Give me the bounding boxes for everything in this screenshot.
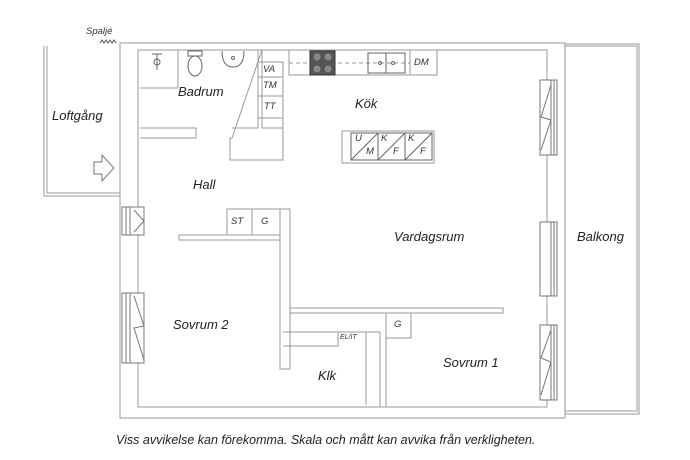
spalje-icon	[99, 39, 117, 44]
room-vardagsrum: Vardagsrum	[394, 229, 465, 244]
label-m: M	[366, 146, 374, 157]
shower-icon	[152, 53, 162, 70]
room-loftgang: Loftgång	[52, 108, 103, 123]
spalje-label: Spaljé	[86, 26, 113, 37]
room-sovrum1: Sovrum 1	[443, 355, 499, 370]
label-f1: F	[393, 146, 399, 157]
label-k1: K	[381, 133, 388, 144]
room-sovrum2: Sovrum 2	[173, 317, 229, 332]
kitchen-island	[341, 130, 435, 164]
balcony-outline	[565, 43, 640, 415]
room-klk: Klk	[318, 368, 337, 383]
room-balkong: Balkong	[577, 229, 624, 244]
entrance-arrow-icon	[93, 153, 115, 183]
label-g-sovrum1: G	[394, 319, 402, 330]
label-st: ST	[231, 216, 244, 227]
stove-icon	[309, 50, 336, 76]
label-tm: TM	[263, 80, 277, 91]
label-k2: K	[408, 133, 415, 144]
label-va: VA	[263, 64, 276, 75]
shower-area	[140, 50, 179, 89]
disclaimer-caption: Viss avvikelse kan förekomma. Skala och …	[116, 433, 536, 447]
laundry-cabinets	[258, 61, 284, 128]
loftgang-railing	[43, 46, 120, 197]
label-dm: DM	[414, 57, 429, 68]
label-g-hall: G	[261, 216, 269, 227]
window	[121, 79, 558, 401]
room-kok: Kök	[355, 96, 378, 111]
label-u: U	[355, 133, 362, 144]
st-g-cabinet	[226, 208, 281, 236]
g-cabinet-sovrum1	[385, 312, 412, 339]
toilet-icon	[187, 50, 203, 77]
room-hall: Hall	[193, 177, 216, 192]
room-badrum: Badrum	[178, 84, 224, 99]
hall-wall	[179, 234, 504, 370]
sink-icon	[221, 50, 245, 68]
kitchen-sink-icon	[367, 52, 406, 74]
label-el-it: EL/IT	[340, 334, 357, 341]
inner-wall	[137, 49, 548, 408]
label-tt: TT	[264, 101, 276, 112]
bathroom-wall	[140, 49, 284, 161]
label-f2: F	[420, 146, 426, 157]
